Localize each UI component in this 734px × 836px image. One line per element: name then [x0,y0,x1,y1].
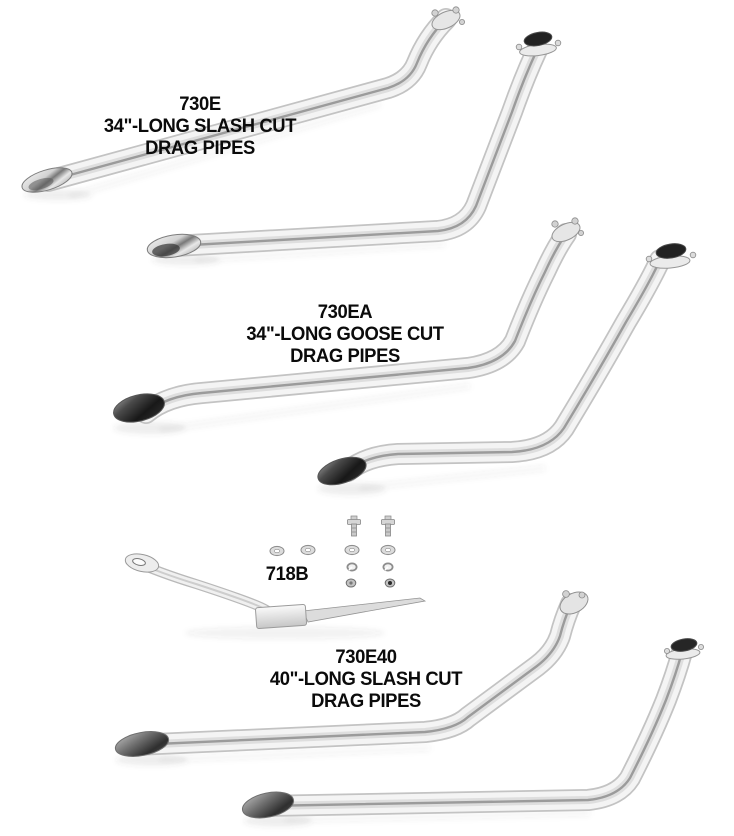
slash-cut-opening [146,233,202,259]
header-clamp [551,217,585,243]
header-clamp [559,590,589,615]
nut [384,578,396,588]
header-flange [645,243,697,269]
product-label-730e40: 730E40 40"-LONG SLASH CUT DRAG PIPES [230,647,502,713]
drag-pipe [114,590,589,757]
goose-cut-opening [317,456,367,486]
drag-pipe [241,638,705,819]
slash-cut-opening [241,791,295,819]
washer [300,544,316,556]
mounting-bracket [124,553,427,630]
bracket-block [255,603,308,630]
product-photo-730e [21,6,562,259]
drag-pipe [146,31,562,259]
mounting-hardware [269,515,396,588]
bolt [347,515,361,537]
washer [380,544,396,556]
product-desc-line2: DRAG PIPES [311,691,421,712]
product-desc-line2: DRAG PIPES [290,346,400,367]
product-label-730e: 730E 34"-LONG SLASH CUT DRAG PIPES [64,94,336,160]
header-clamp [431,6,465,31]
header-flange [515,31,562,57]
nut [345,578,357,588]
product-desc-line1: 34"-LONG SLASH CUT [103,116,297,137]
product-label-730ea: 730EA 34"-LONG GOOSE CUT DRAG PIPES [209,302,481,368]
drag-pipe [317,243,697,486]
bracket-blade [302,597,427,623]
product-photo-730e40 [114,590,705,819]
washer [269,545,285,557]
product-desc-line1: 40"-LONG SLASH CUT [269,669,463,690]
product-code: 730EA [317,302,373,323]
header-flange [664,638,705,660]
product-desc-line2: DRAG PIPES [145,138,255,159]
photo-shadows [24,101,591,827]
slash-cut-opening [21,167,73,193]
washer [344,544,360,556]
bolt [381,515,395,537]
drag-pipe [21,6,465,193]
drag-pipe [113,217,585,427]
product-photo-718b [124,515,427,630]
product-code: 718B [265,564,309,585]
product-code: 730E [179,94,221,115]
lock-washer [382,562,394,572]
goose-cut-opening [113,393,165,423]
slash-cut-opening [114,731,170,757]
lock-washer [346,562,358,572]
product-photo-730ea [113,217,697,486]
product-desc-line1: 34"-LONG GOOSE CUT [246,324,444,345]
product-label-718b: 718B [239,564,336,586]
bracket-eyelet [124,553,160,573]
product-code: 730E40 [335,647,397,668]
